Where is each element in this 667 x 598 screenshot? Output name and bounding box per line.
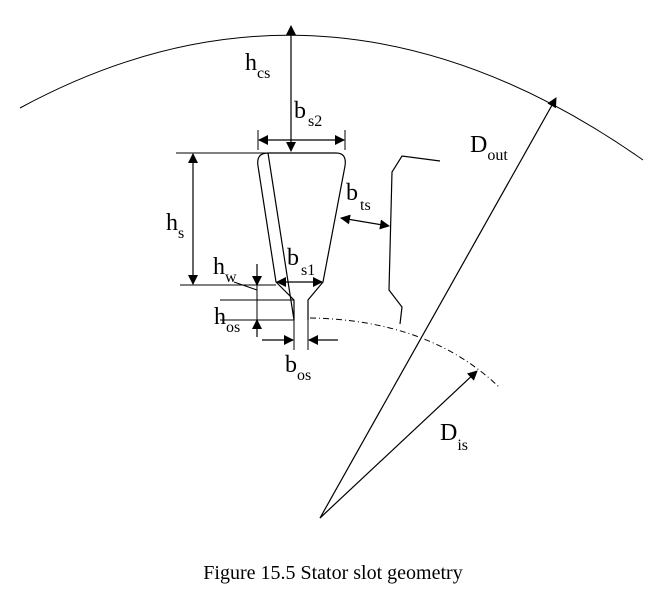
dout-label: Dout — [470, 132, 508, 164]
figure-caption: Figure 15.5 Stator slot geometry — [203, 562, 462, 584]
hcs-label: hcs — [245, 50, 270, 82]
hw-leader — [233, 281, 258, 291]
bos-label: bos — [285, 352, 311, 384]
stator-slot-outline — [257, 152, 346, 321]
inner-bore-arc — [309, 317, 501, 389]
dis-label: Dis — [440, 420, 468, 454]
hw-label: hw — [213, 254, 237, 286]
dis-radius-arrow — [319, 370, 478, 519]
hos-label: hos — [214, 304, 240, 336]
outer-diameter-arc — [19, 34, 644, 161]
hs-label: hs — [166, 210, 184, 242]
dout-radius-arrow — [319, 97, 557, 519]
neighbour-tooth-outline — [388, 155, 441, 325]
bts-dimension-arrow — [340, 214, 390, 230]
